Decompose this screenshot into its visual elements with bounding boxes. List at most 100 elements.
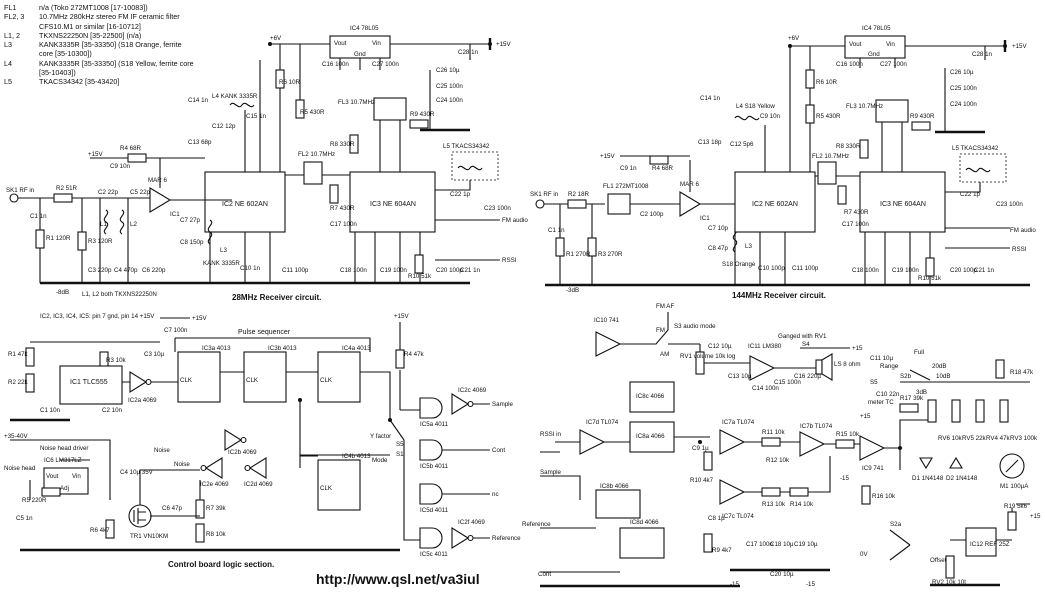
ctl-sample-out: Sample bbox=[492, 401, 514, 408]
ctl-r8 bbox=[195, 523, 205, 543]
det-d2 bbox=[949, 456, 963, 469]
rx28-r6 bbox=[275, 69, 285, 89]
rx144-l5-label: L5 TKACS34342 bbox=[952, 145, 999, 152]
ctl-ic1 bbox=[59, 365, 123, 405]
ctl-outputs bbox=[442, 403, 490, 539]
ctl-ic6-vout: Vout bbox=[46, 473, 59, 480]
det-ic7a-label: IC7a TL074 bbox=[722, 419, 755, 426]
det-s3-switch bbox=[620, 329, 701, 352]
rx144-r1-label: R1 270R bbox=[566, 251, 591, 258]
rx28-r4 bbox=[127, 153, 147, 163]
rx28-ic2-label: IC2 NE 602AN bbox=[222, 201, 268, 208]
det-rv3 bbox=[999, 399, 1009, 423]
legend-ref: FL1 bbox=[4, 3, 17, 12]
rx28-l2-label: L2 bbox=[130, 221, 137, 228]
rx28-sk1-connector bbox=[9, 193, 19, 203]
rx28-c3-label: C3 220p bbox=[88, 267, 112, 274]
rx144-r8 bbox=[859, 139, 869, 159]
rx144-c2-label: C2 100p bbox=[640, 211, 664, 218]
det-r13 bbox=[761, 487, 781, 497]
rx144-c27-label: C27 100n bbox=[880, 61, 907, 68]
rx28-c15-label: C15 1n bbox=[246, 113, 267, 120]
legend-ref: FL2, 3 bbox=[4, 12, 25, 22]
det-ic8d-label: IC8d 4066 bbox=[630, 519, 659, 526]
det-range-label: Range bbox=[880, 363, 899, 370]
ctl-tr1-label: TR1 VN10KM bbox=[130, 533, 168, 540]
ctl-ic5d-label: IC5d 4011 bbox=[420, 507, 449, 514]
rx144-c13-label: C13 18p bbox=[698, 139, 722, 146]
ctl-ic5d bbox=[419, 483, 443, 505]
det-20db-label: 20dB bbox=[932, 363, 946, 370]
det-ic11 bbox=[749, 355, 776, 381]
det-ic7b bbox=[799, 431, 826, 457]
rx28-r10-label: R10 51k bbox=[408, 273, 432, 280]
ctl-ic3b-label: IC3b 4013 bbox=[268, 345, 297, 352]
det-s2b-label: S2b bbox=[900, 373, 912, 380]
rx28-c28-label: C28 1n bbox=[458, 49, 479, 56]
ctl-tr1 bbox=[128, 504, 152, 528]
rx28-c18-label: C18 100n bbox=[340, 267, 367, 274]
rx28-fl3-label: FL3 10.7MHz bbox=[338, 99, 375, 106]
legend-part: TKACS34342 [35-43420] bbox=[39, 77, 120, 87]
rx28-r10 bbox=[414, 254, 424, 274]
rx144-c14-label: C14 1n bbox=[700, 95, 721, 102]
rx144-fl1 bbox=[607, 193, 631, 215]
rx28-ic3 bbox=[349, 171, 436, 233]
ctl-r2-label: R2 22k bbox=[8, 379, 29, 386]
det-r19 bbox=[1007, 511, 1017, 531]
rx28-mar6-amp bbox=[149, 187, 172, 213]
det-15v-label: +15 bbox=[852, 345, 863, 352]
rx144-fl3 bbox=[875, 99, 909, 123]
ctl-ic6-adj: Adj bbox=[60, 485, 69, 492]
rx144-ic4-gnd: Gnd bbox=[868, 51, 880, 58]
rx144-c11-label: C11 100p bbox=[792, 265, 819, 272]
ctl-ic6-label: IC6 LM317LZ bbox=[44, 457, 82, 464]
det-ic8b-label: IC8b 4066 bbox=[600, 483, 629, 490]
rx28-fl2 bbox=[303, 161, 323, 185]
det-ic8b bbox=[595, 489, 641, 519]
rx144-r6-label: R6 10R bbox=[816, 79, 838, 86]
det-ic10-label: IC10 741 bbox=[594, 317, 620, 324]
rx28-c5-label: C5 22p bbox=[130, 189, 151, 196]
rx28-c25-label: C25 100n bbox=[436, 83, 463, 90]
rx28-l3-label: L3 bbox=[220, 247, 227, 254]
rx144-r9-label: R9 430R bbox=[910, 113, 935, 120]
det-rssiin-label: RSSI in bbox=[540, 431, 562, 438]
det-s2a-label: S2a bbox=[890, 521, 902, 528]
rx144-ic2 bbox=[734, 171, 816, 233]
rx28-15v-label: +15V bbox=[88, 151, 103, 158]
det-range-switch bbox=[900, 369, 1030, 383]
det-s4-label: S4 bbox=[802, 341, 810, 348]
ctl-15v-b-label: +15V bbox=[394, 313, 409, 320]
source-url: http://www.qsl.net/va3iul bbox=[316, 571, 480, 587]
det-ic11-label: IC11 LM380 bbox=[748, 343, 782, 350]
det-r17 bbox=[899, 403, 919, 413]
det-ic7b-label: IC7b TL074 bbox=[800, 423, 833, 430]
det-m15-label: -15 bbox=[730, 581, 740, 588]
rx28-c6-label: C6 220p bbox=[142, 267, 166, 274]
rx28-c22-label: C22 1p bbox=[450, 191, 471, 198]
rx144-ic4-vout: Vout bbox=[849, 41, 862, 48]
ctl-ic5b bbox=[419, 439, 443, 461]
ctl-r7 bbox=[195, 499, 205, 519]
det-ic12-label: IC12 REF 25Z bbox=[970, 541, 1010, 548]
det-15v-b-label: +15 bbox=[860, 413, 871, 420]
det-r18-label: R18 47k bbox=[1010, 369, 1034, 376]
det-m1-needle bbox=[1005, 459, 1019, 473]
ctl-clk-4b: CLK bbox=[320, 485, 333, 492]
det-ic7a bbox=[719, 429, 746, 455]
ctl-ic2a-label: IC2a 4069 bbox=[128, 397, 157, 404]
rx28-caption: 28MHz Receiver circuit. bbox=[232, 293, 321, 302]
rx144-r7-label: R7 430R bbox=[844, 209, 869, 216]
rx28-c17-label: C17 100n bbox=[330, 221, 357, 228]
rx28-lnote-label: L1, L2 both TKXNS22250N bbox=[82, 291, 157, 298]
rx144-circuit bbox=[535, 35, 1030, 287]
det-ic10 bbox=[595, 331, 622, 357]
det-r18 bbox=[995, 359, 1005, 379]
rx28-c20-label: C20 100p bbox=[436, 267, 463, 274]
det-c16-label: C16 220µ bbox=[794, 373, 821, 380]
legend-part: TKXNS22250N [35-22500] (n/a) bbox=[39, 30, 142, 40]
rx28-c1-label: C1 1n bbox=[30, 213, 47, 220]
rx144-l3-label: L3 bbox=[745, 243, 752, 250]
